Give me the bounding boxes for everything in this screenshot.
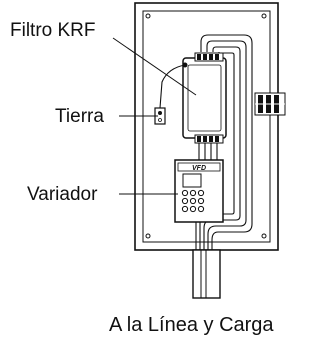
vfd-panel-text: VFD [192,165,206,172]
ground-wire [159,64,186,109]
filter-label: Filtro KRF [10,20,96,41]
enclosure-inner-wall [142,10,271,243]
vfd-drive: VFD [174,159,224,223]
ground-lug [154,107,166,125]
conduit [192,249,221,299]
vfd-display [182,173,202,188]
mounting-holes [145,13,267,239]
caption: A la Línea y Carga [109,314,274,336]
terminal-block [254,92,286,116]
vfd-keypad [181,189,205,213]
krf-filter [182,52,227,144]
leader-filter [112,37,197,96]
drive-label: Variador [27,184,98,205]
ground-label: Tierra [55,106,104,127]
